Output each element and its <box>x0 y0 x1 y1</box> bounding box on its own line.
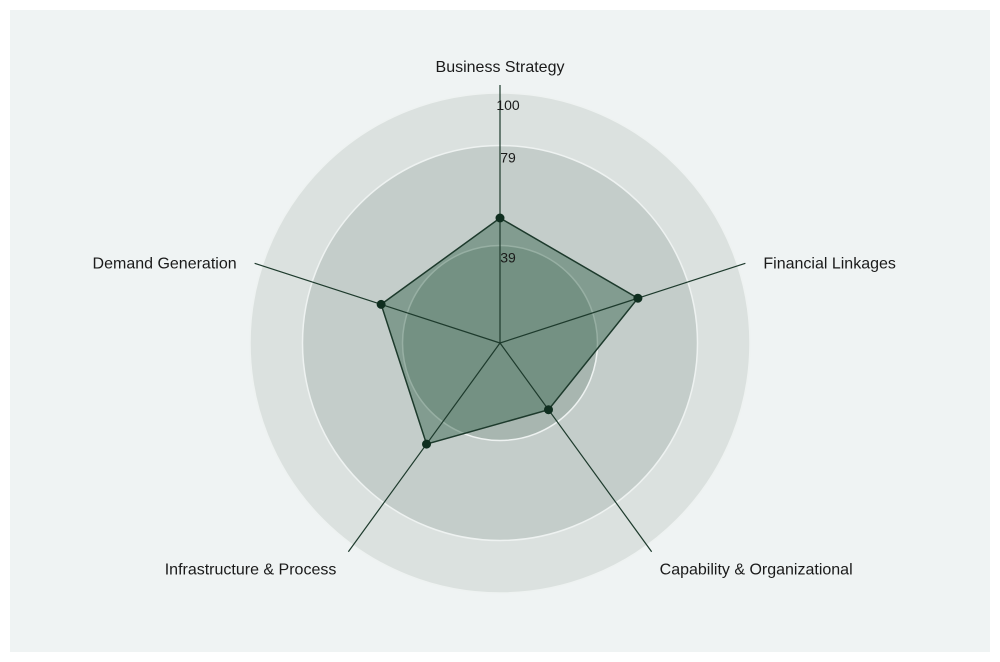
data-point <box>633 293 643 303</box>
axis-label: Business Strategy <box>436 59 565 76</box>
data-point <box>495 213 505 223</box>
tick-label: 79 <box>500 150 516 166</box>
data-point <box>422 439 432 449</box>
axis-label: Capability & Organizational <box>660 562 853 579</box>
axis-label: Demand Generation <box>93 255 237 272</box>
axis-line <box>499 342 653 553</box>
axis-label: Financial Linkages <box>763 255 896 272</box>
axis-line <box>499 262 746 344</box>
series-polygon <box>380 217 640 446</box>
data-point <box>376 299 386 309</box>
tick-label: 39 <box>500 250 516 266</box>
tick-label: 100 <box>496 97 520 113</box>
data-point <box>543 405 553 415</box>
axis-label: Infrastructure & Process <box>165 562 337 579</box>
